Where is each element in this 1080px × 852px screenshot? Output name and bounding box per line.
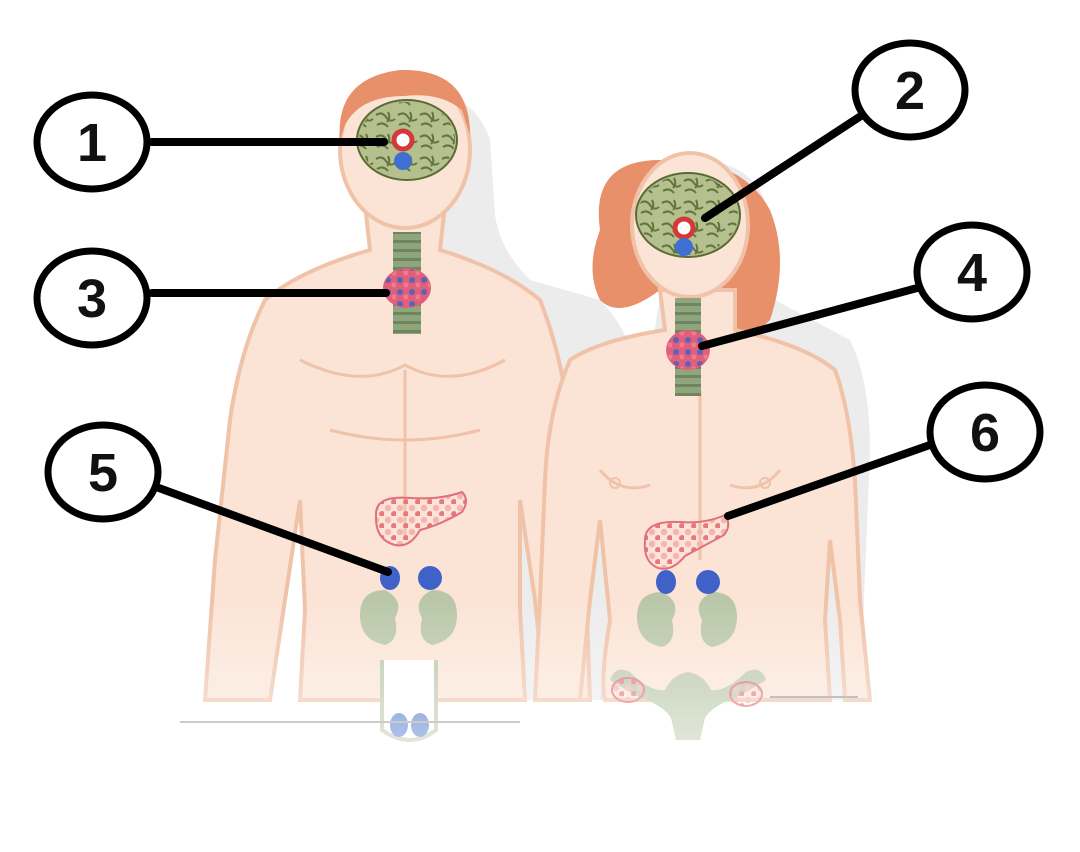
female-adrenal-right xyxy=(696,570,720,594)
male-pancreas xyxy=(374,490,467,547)
male-thyroid-texture xyxy=(384,269,430,307)
callout-3: 3 xyxy=(33,247,151,349)
callout-line-5 xyxy=(144,480,392,576)
callout-label-5: 5 xyxy=(88,443,118,503)
male-hypothalamus xyxy=(391,128,415,152)
callout-2: 2 xyxy=(851,39,969,141)
callout-label-4: 4 xyxy=(957,243,987,303)
female-thyroid-texture xyxy=(667,331,709,369)
male-pituitary xyxy=(394,152,412,170)
male-adrenal-right xyxy=(418,566,442,590)
female-nipple-right xyxy=(759,477,771,489)
female-pituitary xyxy=(675,238,693,256)
callout-line-6 xyxy=(724,436,948,520)
callout-1: 1 xyxy=(33,91,151,193)
callout-6: 6 xyxy=(926,381,1044,483)
callout-line-4 xyxy=(698,280,936,350)
female-pancreas xyxy=(643,513,730,570)
callout-label-6: 6 xyxy=(970,403,1000,463)
callout-5: 5 xyxy=(44,421,162,523)
callout-line-2 xyxy=(701,106,874,222)
callout-label-1: 1 xyxy=(77,113,107,173)
female-hypothalamus xyxy=(672,216,696,240)
female-nipple-left xyxy=(609,477,621,489)
callout-label-2: 2 xyxy=(895,61,925,121)
male-hair xyxy=(339,69,470,140)
female-brain-texture xyxy=(638,175,738,255)
callouts xyxy=(144,106,948,576)
female-adrenal-left xyxy=(656,570,676,594)
bottom-fade xyxy=(150,600,910,852)
callout-label-3: 3 xyxy=(77,269,107,329)
callout-4: 4 xyxy=(913,221,1031,323)
